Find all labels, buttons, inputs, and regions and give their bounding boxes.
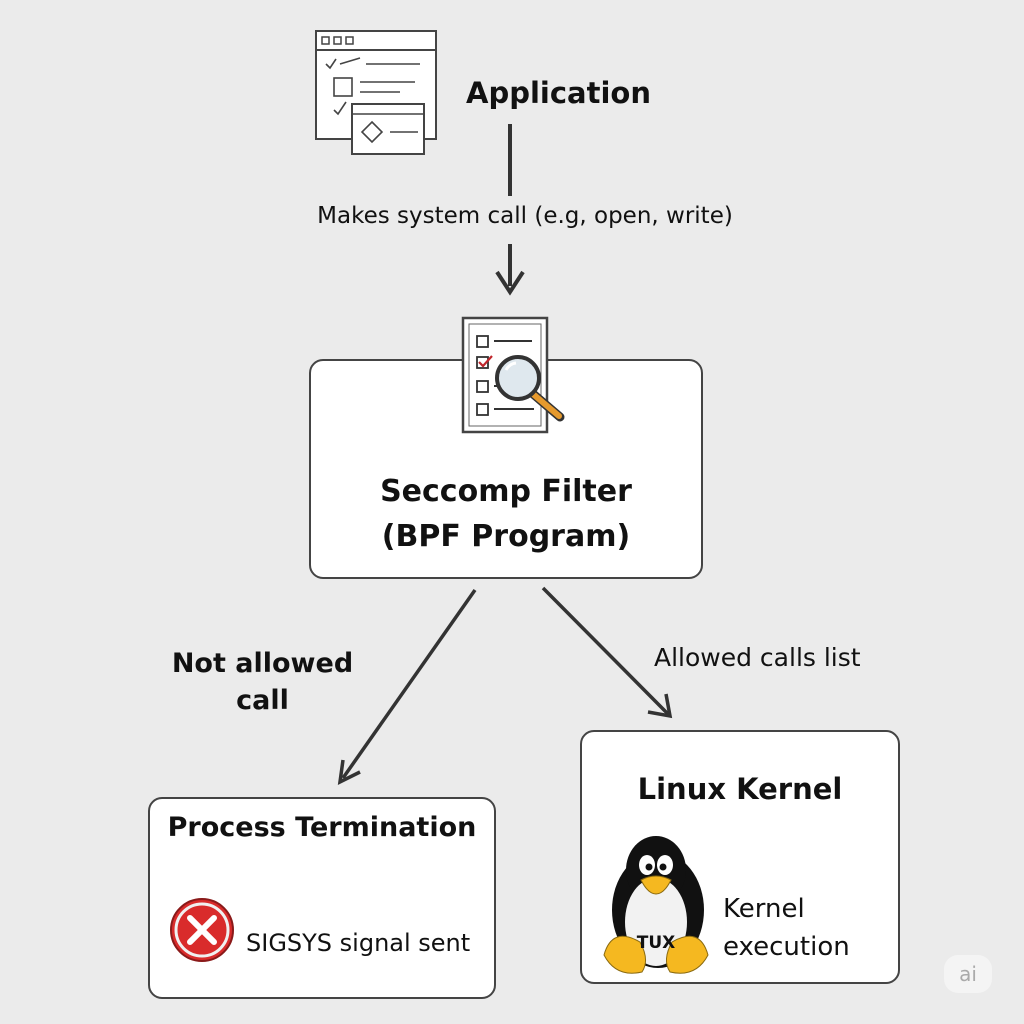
termination-title: Process Termination (167, 812, 477, 843)
not-allowed-line1: Not allowed (171, 648, 354, 679)
tux-mascot-text: TUX (637, 933, 676, 953)
termination-detail: SIGSYS signal sent (246, 929, 471, 957)
arrow-app-to-filter-head (495, 270, 525, 296)
arrow-filter-to-kernel (541, 586, 670, 716)
arrow-filter-to-termination-head (337, 759, 361, 786)
filter-title: Seccomp Filter (380, 474, 632, 509)
arrow-filter-to-termination (341, 588, 477, 780)
kernel-detail: Kernel execution (723, 890, 850, 966)
not-allowed-edge-label: Not allowed call (150, 645, 375, 719)
not-allowed-line2: call (236, 685, 289, 716)
process-termination-box: Process Termination SIGSYS signal sent (148, 797, 496, 999)
allowed-edge-label: Allowed calls list (654, 643, 861, 672)
kernel-detail-line2: execution (723, 932, 850, 962)
syscall-edge-label: Makes system call (e.g, open, write) (317, 203, 733, 229)
filter-subtitle: (BPF Program) (381, 519, 631, 554)
arrow-filter-to-kernel-head (647, 693, 673, 719)
application-title: Application (466, 76, 651, 110)
kernel-title: Linux Kernel (637, 772, 843, 806)
kernel-detail-line1: Kernel (723, 894, 805, 924)
ai-watermark: ai (944, 955, 992, 993)
